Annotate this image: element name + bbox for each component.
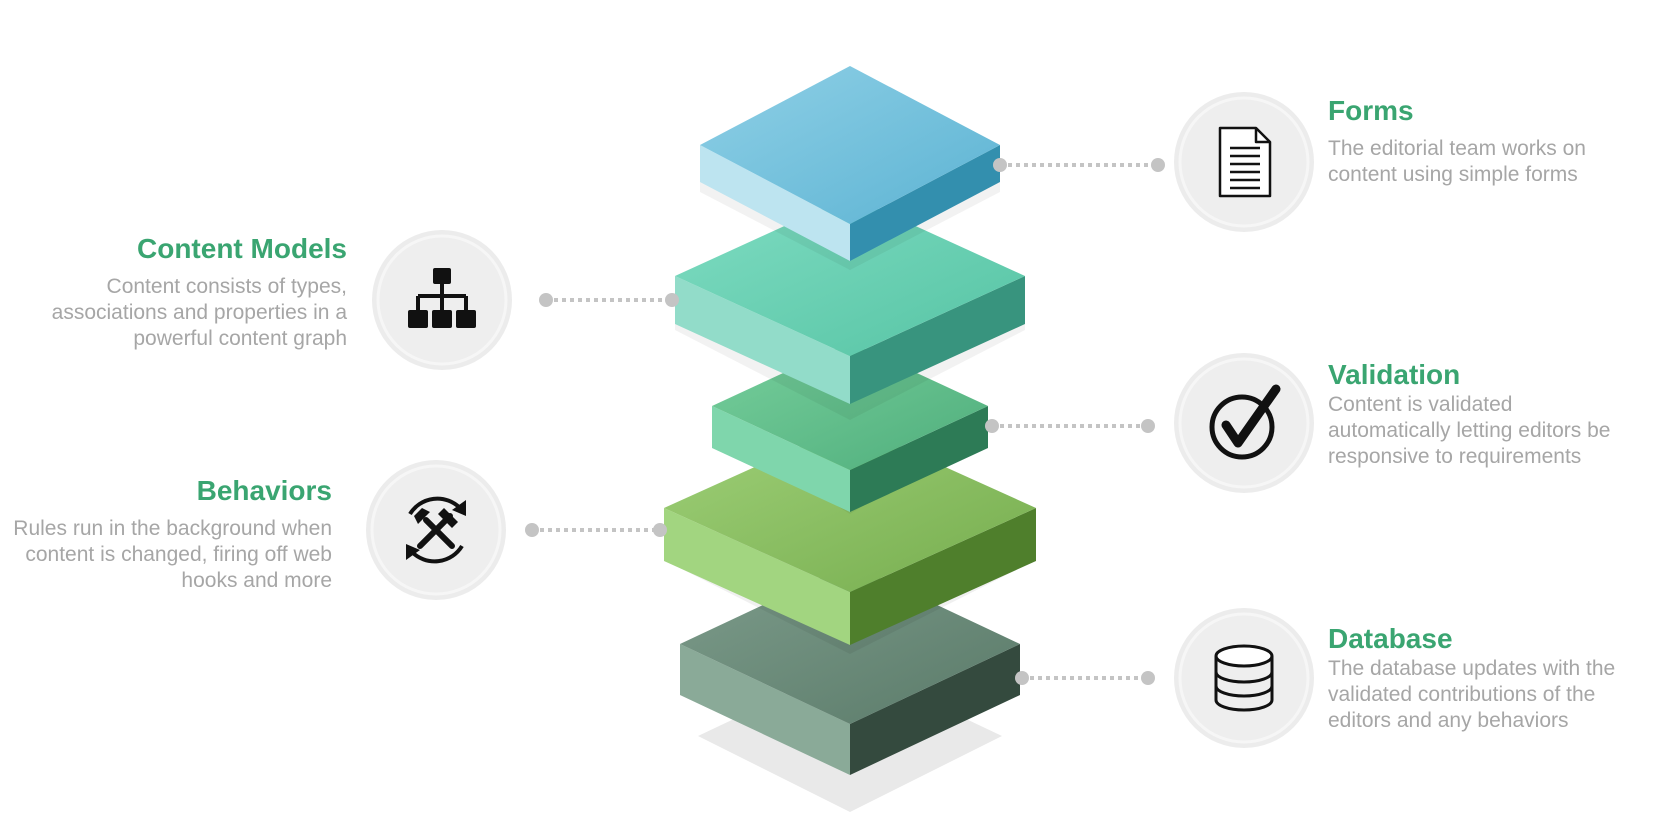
callout-forms: Forms The editorial team works on conten… [1328, 94, 1666, 188]
callout-database: Database The database updates with the v… [1328, 622, 1666, 734]
document-icon [1218, 126, 1272, 198]
connector-dot [1141, 671, 1155, 685]
callout-description: Content consists of types, associations … [51, 275, 347, 350]
callout-title: Validation [1328, 359, 1461, 390]
callout-description: The database updates with the validated … [1328, 657, 1616, 732]
layer-validation [712, 342, 988, 514]
connector-dot [525, 523, 539, 537]
database-icon [1214, 644, 1274, 712]
callout-description: Rules run in the background when content… [13, 517, 332, 592]
callout-title: Behaviors [196, 475, 332, 506]
icon-circle-inner [1178, 612, 1310, 744]
callout-description: Content is validated automatically letti… [1328, 393, 1611, 468]
callout-validation: Validation Content is validated automati… [1328, 358, 1666, 470]
tools-cycle-icon [406, 496, 466, 564]
checkmark-icon [1209, 384, 1281, 460]
connector-dot [985, 419, 999, 433]
connector-dot [1015, 671, 1029, 685]
callout-title: Content Models [137, 233, 347, 264]
connector-dot [653, 523, 667, 537]
callout-content-models: Content Models Content consists of types… [0, 232, 347, 352]
layer-content-models [675, 196, 1025, 420]
icon-circle-inner [1178, 357, 1310, 489]
hierarchy-icon [408, 268, 476, 328]
connector-dot [1151, 158, 1165, 172]
callout-title: Forms [1328, 95, 1414, 126]
callout-title: Database [1328, 623, 1453, 654]
callout-description: The editorial team works on content usin… [1328, 137, 1586, 186]
connector-dot [993, 158, 1007, 172]
connector-dot [539, 293, 553, 307]
callout-behaviors: Behaviors Rules run in the background wh… [0, 474, 332, 594]
connector-dot [1141, 419, 1155, 433]
connector-dot [665, 293, 679, 307]
layer-forms [700, 66, 1000, 270]
